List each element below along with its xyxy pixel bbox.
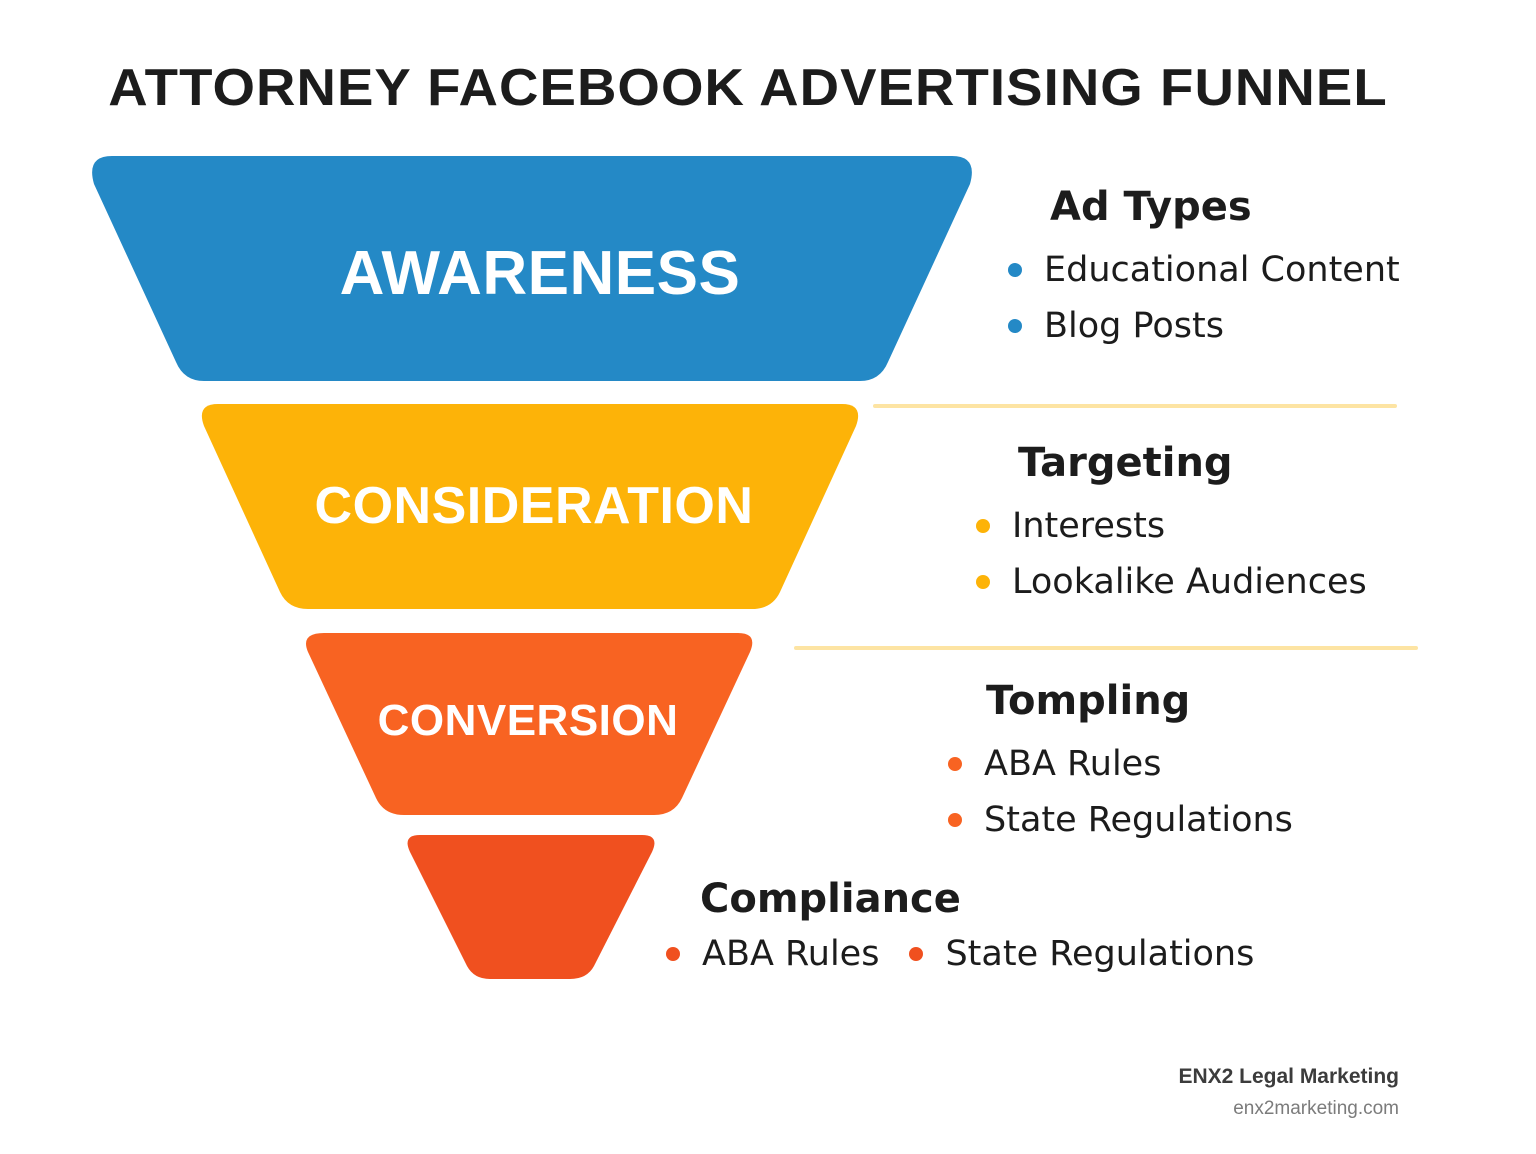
- bullet-icon: [948, 757, 962, 771]
- footer-brand: ENX2 Legal Marketing: [1178, 1065, 1399, 1088]
- section-heading: Ad Types: [1050, 184, 1252, 230]
- conversion-label: CONVERSION: [377, 696, 679, 745]
- awareness-label: AWARENESS: [339, 239, 741, 308]
- list-item: State Regulations: [948, 792, 1293, 848]
- funnel-stage-conversion: [306, 633, 753, 815]
- bullet-icon: [909, 947, 924, 961]
- section-targeting: Targeting Interests Lookalike Audiences: [976, 440, 1367, 610]
- bullet-icon: [976, 519, 990, 533]
- page-title: ATTORNEY FACEBOOK ADVERTISING FUNNEL: [108, 59, 1388, 117]
- divider-2: [794, 646, 1418, 650]
- funnel-stage-consideration: [201, 404, 859, 609]
- list-item: Interests: [976, 498, 1367, 554]
- bullet-icon: [1008, 263, 1022, 277]
- bullet-icon: [976, 575, 990, 589]
- section-compliance: Compliance ABA Rules State Regulations: [666, 876, 1284, 982]
- consideration-label: CONSIDERATION: [314, 477, 754, 535]
- bullet-icon: [1008, 319, 1022, 333]
- inline-list: ABA Rules State Regulations: [666, 926, 1284, 982]
- bullet-icon: [948, 813, 962, 827]
- list-item: Educational Content: [1008, 242, 1400, 298]
- list-item: ABA Rules: [666, 926, 879, 982]
- list-item: Blog Posts: [1008, 298, 1400, 354]
- section-heading: Targeting: [1018, 440, 1233, 486]
- section-ad-types: Ad Types Educational Content Blog Posts: [1008, 184, 1400, 354]
- funnel-stage-compliance: [407, 835, 655, 979]
- bullet-icon: [666, 947, 680, 961]
- divider-1: [873, 404, 1397, 408]
- list-item: ABA Rules: [948, 736, 1293, 792]
- footer-url: enx2marketing.com: [1233, 1098, 1399, 1119]
- section-heading: Tompling: [986, 678, 1191, 724]
- section-tompling: Tompling ABA Rules State Regulations: [948, 678, 1293, 848]
- funnel-stage-awareness: [92, 156, 972, 381]
- list-item: State Regulations: [909, 926, 1254, 982]
- list-item: Lookalike Audiences: [976, 554, 1367, 610]
- section-heading: Compliance: [700, 876, 961, 922]
